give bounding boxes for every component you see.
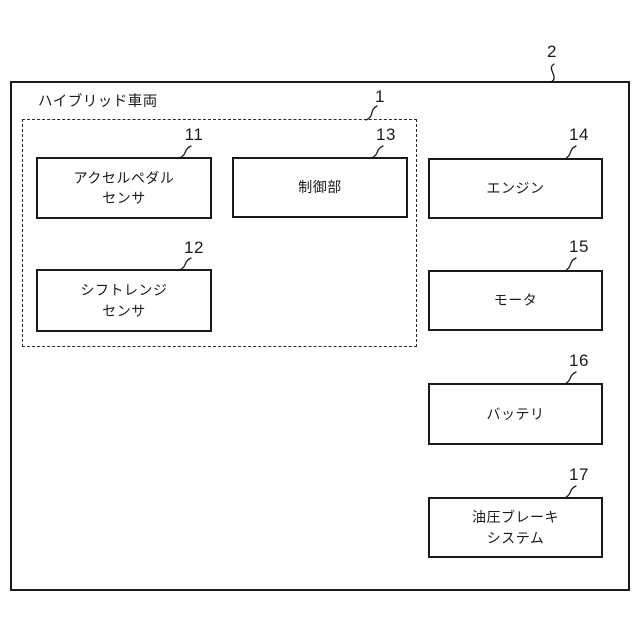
block-control-unit: 制御部 [232,157,408,218]
block-engine: エンジン [428,158,603,219]
block-label: 油圧ブレーキ システム [472,509,559,546]
block-shift-range-sensor: シフトレンジ センサ [36,269,212,332]
block-hydraulic-brake-system: 油圧ブレーキ システム [428,497,603,558]
ref-label-1: 1 [375,87,385,106]
block-label: シフトレンジ センサ [80,282,168,319]
block-label: バッテリ [486,405,545,422]
ref-label-17: 17 [569,465,589,484]
ref-label-12: 12 [184,238,204,257]
control-group-dashed-box [22,119,417,347]
block-label: モータ [493,292,538,309]
block-label: 制御部 [298,179,342,196]
leader-line-2 [550,63,555,83]
block-label: エンジン [486,180,545,197]
block-motor: モータ [428,270,603,331]
block-accel-pedal-sensor: アクセルペダル センサ [36,157,212,219]
ref-label-2: 2 [547,42,557,61]
ref-label-16: 16 [569,351,589,370]
block-battery: バッテリ [428,383,603,445]
system-title-label: ハイブリッド車両 [38,94,158,110]
ref-label-15: 15 [569,237,589,256]
ref-label-11: 11 [184,125,204,144]
ref-label-13: 13 [376,125,396,144]
ref-label-14: 14 [569,125,589,144]
block-label: アクセルペダル センサ [73,169,175,206]
